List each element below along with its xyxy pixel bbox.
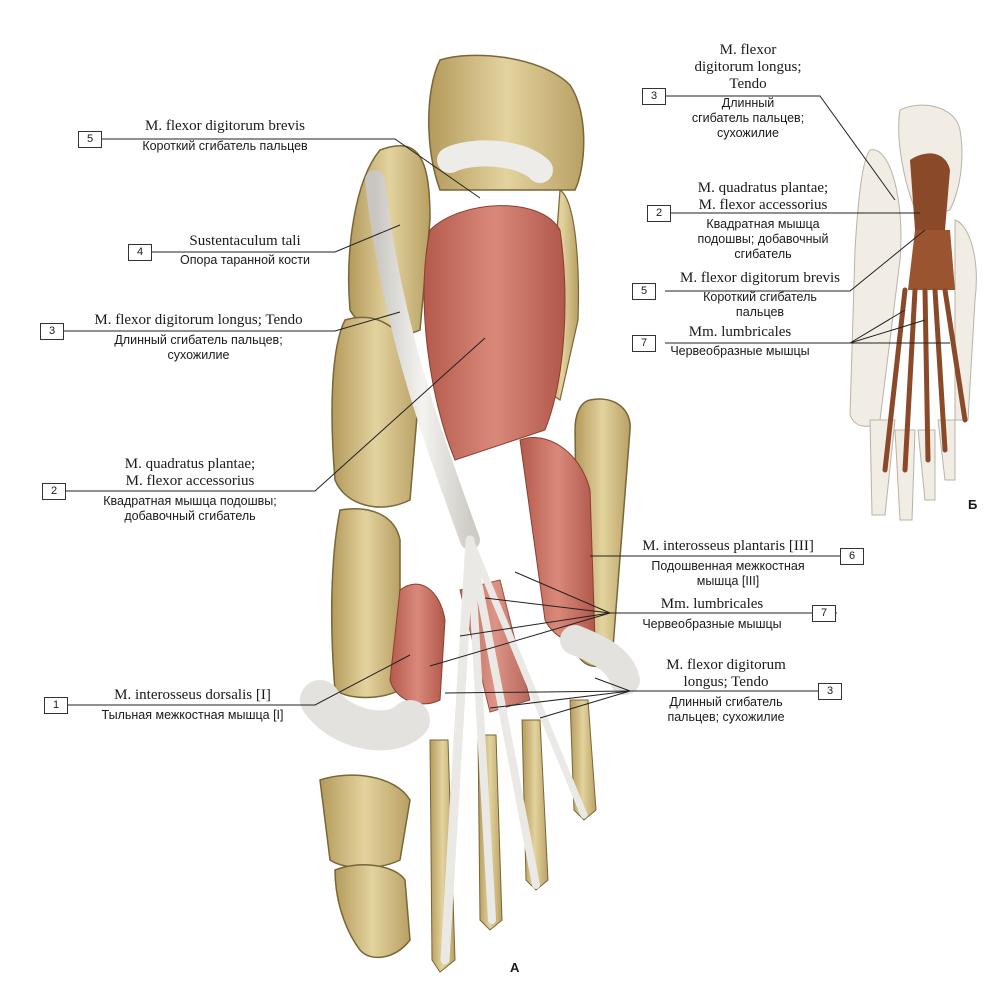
- latin-name: M. flexor digitorum longus; Tendo: [94, 312, 303, 328]
- russian-name: сгибатель пальцев;: [691, 111, 805, 125]
- main-foot-bones: [319, 54, 631, 973]
- label-number: 3: [642, 88, 666, 105]
- inset-foot: [849, 104, 977, 521]
- russian-name: Червеобразные мышцы: [642, 617, 782, 631]
- label-interosseus-dorsalis: M. interosseus dorsalis [I] Тыльная межк…: [70, 687, 315, 723]
- russian-name: Длинный: [721, 96, 775, 110]
- label-number: 5: [78, 131, 102, 148]
- leader-lines: [62, 95, 950, 719]
- russian-name: Короткий сгибатель пальцев: [142, 139, 308, 153]
- latin-name: M. flexor digitorum brevis: [680, 270, 840, 286]
- russian-name: Червеобразные мышцы: [670, 344, 810, 358]
- label-number: 6: [840, 548, 864, 565]
- latin-name: M. flexor digitorum: [666, 657, 786, 673]
- label-quadratus-plantae: M. quadratus plantae; M. flexor accessor…: [70, 456, 310, 524]
- panel-label-inset: Б: [968, 497, 978, 512]
- label-inset-quadratus-plantae: M. quadratus plantae; M. flexor accessor…: [673, 180, 853, 262]
- panel-label-main: А: [510, 960, 520, 975]
- russian-name: добавочный сгибатель: [124, 509, 256, 523]
- latin-name: M. flexor: [719, 42, 777, 58]
- russian-name: Короткий сгибатель: [703, 290, 817, 304]
- russian-name: сухожилие: [717, 126, 779, 140]
- label-interosseus-plantaris: M. interosseus plantaris [III] Подошвенн…: [618, 538, 838, 589]
- label-number: 4: [128, 244, 152, 261]
- russian-name: Квадратная мышца подошвы;: [103, 494, 277, 508]
- label-inset-lumbricales: Mm. lumbricales Червеобразные мышцы: [660, 324, 820, 359]
- label-number: 2: [647, 205, 671, 222]
- russian-name: сгибатель: [734, 247, 792, 261]
- main-foot-tendons: [300, 140, 640, 965]
- label-number: 7: [812, 605, 836, 622]
- russian-name: подошвы; добавочный: [697, 232, 829, 246]
- latin-name: M. flexor accessorius: [698, 197, 828, 213]
- latin-name: longus; Tendo: [683, 674, 769, 690]
- russian-name: Тыльная межкостная мышца [I]: [101, 708, 284, 722]
- russian-name: мышца [III]: [696, 574, 760, 588]
- label-number: 3: [818, 683, 842, 700]
- russian-name: Длинный сгибатель: [669, 695, 783, 709]
- label-number: 1: [44, 697, 68, 714]
- latin-name: M. interosseus plantaris [III]: [642, 538, 814, 554]
- russian-name: Длинный сгибатель пальцев;: [114, 333, 283, 347]
- label-number: 2: [42, 483, 66, 500]
- latin-name: Tendo: [729, 76, 767, 92]
- russian-name: сухожилие: [167, 348, 230, 362]
- label-inset-flexor-digitorum-longus: M. flexor digitorum longus; Tendo Длинны…: [668, 42, 828, 141]
- latin-name: Mm. lumbricales: [660, 596, 764, 612]
- label-lumbricales: Mm. lumbricales Червеобразные мышцы: [612, 596, 812, 632]
- russian-name: Квадратная мышца: [706, 217, 820, 231]
- label-flexor-digitorum-brevis: M. flexor digitorum brevis Короткий сгиб…: [100, 118, 350, 154]
- russian-name: пальцев: [735, 305, 785, 319]
- label-number: 7: [632, 335, 656, 352]
- label-number: 3: [40, 323, 64, 340]
- main-foot-muscles: [389, 205, 596, 713]
- latin-name: M. interosseus dorsalis [I]: [114, 687, 271, 703]
- russian-name: пальцев; сухожилие: [667, 710, 785, 724]
- label-sustentaculum-tali: Sustentaculum tali Опора таранной кости: [155, 233, 335, 268]
- latin-name: M. flexor accessorius: [125, 473, 255, 489]
- label-flexor-digitorum-longus-tendo-right: M. flexor digitorum longus; Tendo Длинны…: [636, 657, 816, 725]
- label-inset-flexor-digitorum-brevis: M. flexor digitorum brevis Короткий сгиб…: [660, 270, 860, 320]
- label-number: 5: [632, 283, 656, 300]
- latin-name: M. quadratus plantae;: [697, 180, 829, 196]
- russian-name: Подошвенная межкостная: [651, 559, 805, 573]
- russian-name: Опора таранной кости: [180, 253, 310, 267]
- label-flexor-digitorum-longus-tendo: M. flexor digitorum longus; Tendo Длинны…: [66, 312, 331, 363]
- latin-name: Mm. lumbricales: [688, 324, 792, 340]
- latin-name: digitorum longus;: [694, 59, 802, 75]
- latin-name: Sustentaculum tali: [189, 233, 301, 249]
- latin-name: M. flexor digitorum brevis: [145, 118, 305, 134]
- latin-name: M. quadratus plantae;: [124, 456, 256, 472]
